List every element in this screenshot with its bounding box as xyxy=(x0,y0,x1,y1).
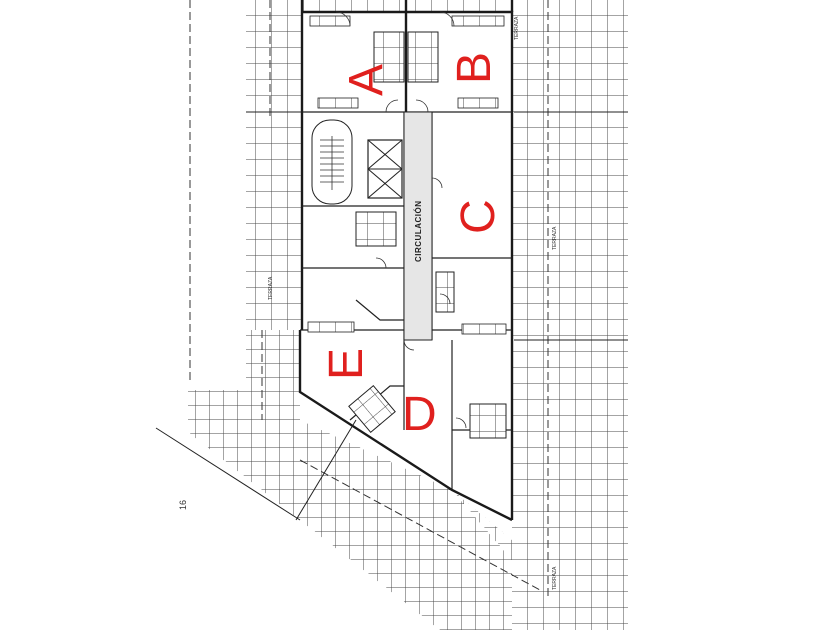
unit-d-label: D xyxy=(402,388,437,441)
unit-e-label: E xyxy=(320,348,373,380)
circulation-label: CIRCULACIÓN xyxy=(414,201,423,263)
kitchen-counters xyxy=(307,15,507,335)
stairwell xyxy=(311,119,353,205)
unit-labels: A B C D E xyxy=(320,52,505,441)
elevator-shafts xyxy=(367,139,403,199)
terraza-label-bottom: TERRAZA xyxy=(552,566,558,590)
terraza-label-top: TERRAZA xyxy=(514,16,520,40)
unit-c-label: C xyxy=(452,199,505,234)
terraza-label-left: TERRAZA xyxy=(268,276,274,300)
terrace-tiling xyxy=(188,0,628,630)
circulation-corridor: CIRCULACIÓN xyxy=(403,111,433,341)
level-label: 16 xyxy=(178,500,188,510)
exterior-walls xyxy=(298,0,514,522)
dimension-lines xyxy=(155,0,628,600)
unit-b-label: B xyxy=(448,52,501,84)
terrace-labels: TERRAZA TERRAZA TERRAZA TERRAZA 16 xyxy=(178,16,558,590)
unit-a-label: A xyxy=(340,64,393,96)
door-swings xyxy=(335,11,467,429)
terraza-label-right: TERRAZA xyxy=(552,226,558,250)
